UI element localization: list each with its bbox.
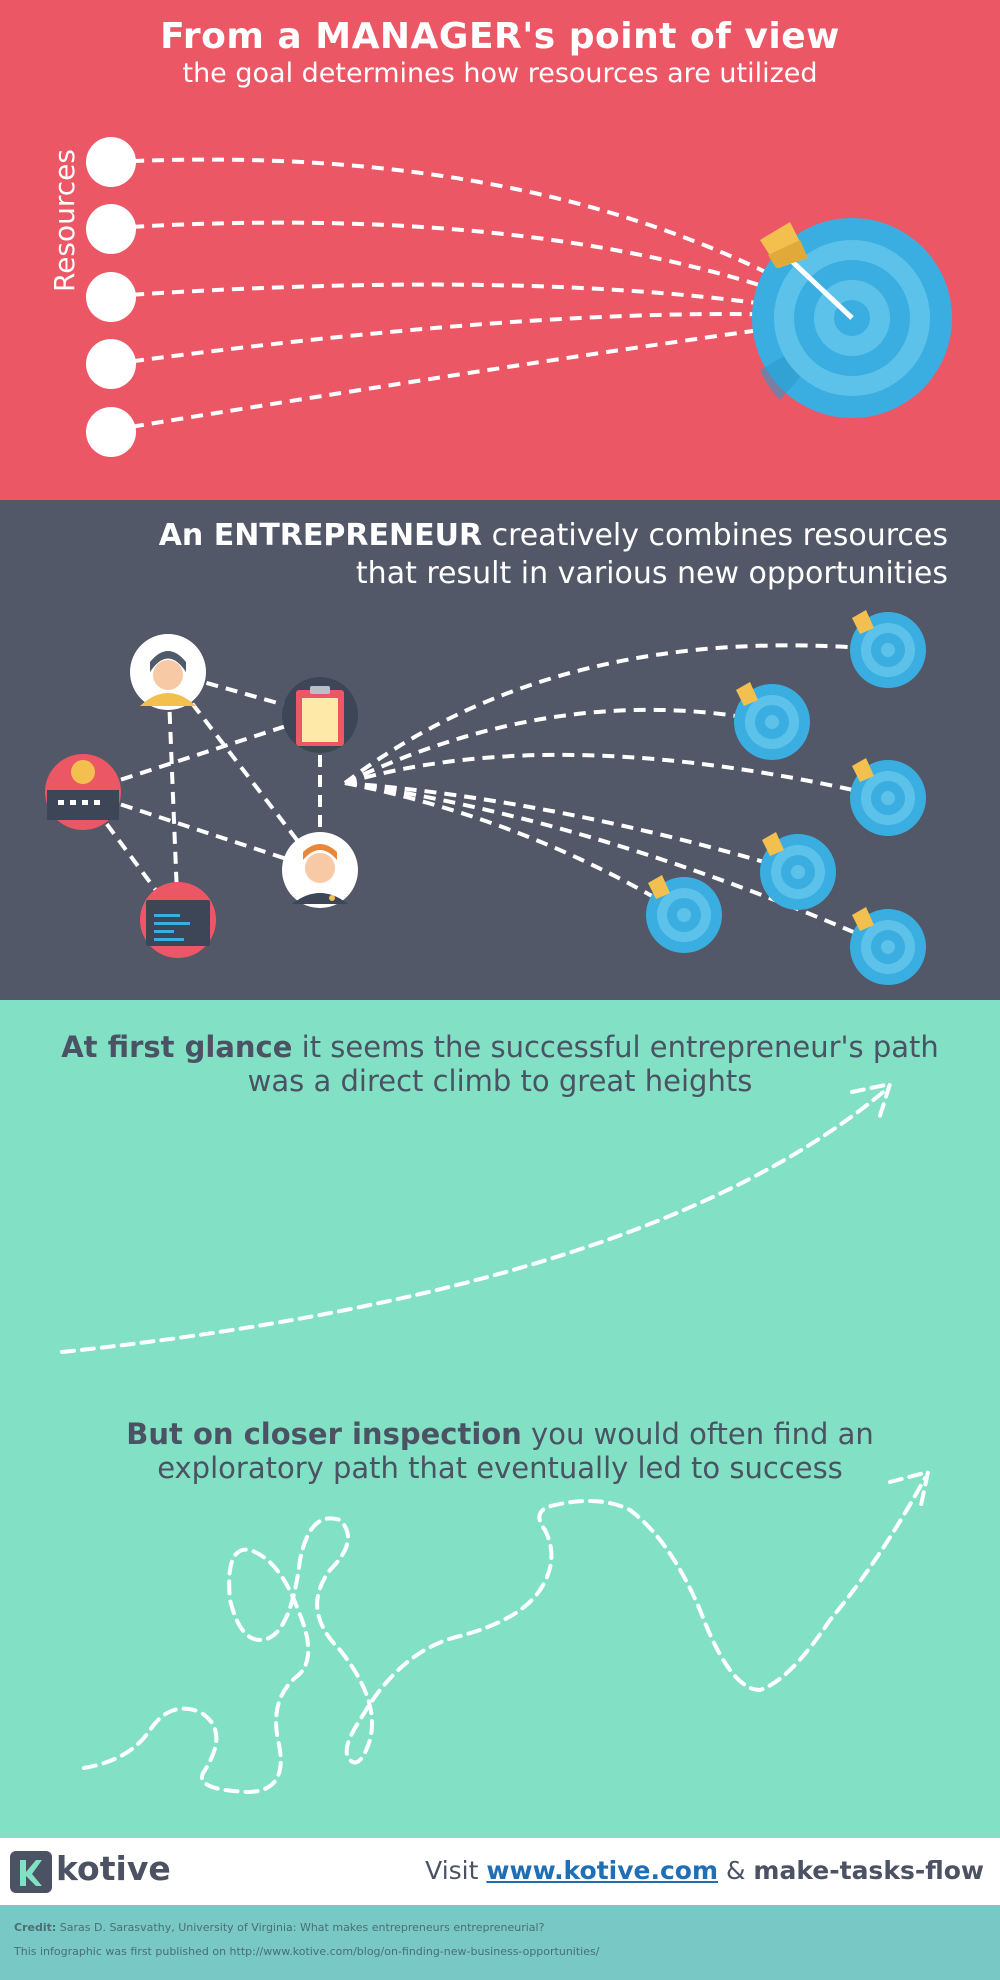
opportunity-targets xyxy=(646,610,926,985)
entrepreneur-section xyxy=(0,500,1000,1000)
closer-inspection-line2: exploratory path that eventually led to … xyxy=(157,1451,843,1485)
first-glance-bold: At first glance xyxy=(61,1030,293,1064)
credit-text: Saras D. Sarasvathy, University of Virgi… xyxy=(56,1921,545,1934)
resource-circles xyxy=(86,137,136,457)
closer-inspection-line1: But on closer inspection you would often… xyxy=(0,1417,1000,1451)
resources-label: Resources xyxy=(48,149,81,292)
amp-text: & xyxy=(718,1856,754,1885)
girl-avatar-icon xyxy=(130,634,206,710)
kotive-link[interactable]: www.kotive.com xyxy=(486,1856,719,1885)
visit-text: Visit www.kotive.com & make-tasks-flow xyxy=(425,1856,984,1885)
credit-bar: Credit: Saras D. Sarasvathy, University … xyxy=(0,1905,1000,1980)
published-line: This infographic was first published on … xyxy=(14,1945,600,1958)
closer-inspection-rest: you would often find an xyxy=(521,1417,874,1451)
manager-illustration xyxy=(86,137,952,457)
opportunity-target-icon xyxy=(850,610,926,688)
tagline: make-tasks-flow xyxy=(753,1856,984,1885)
manager-section: From a MANAGER's point of view the goal … xyxy=(0,0,1000,500)
opportunity-target-icon xyxy=(760,832,836,910)
goal-target-icon xyxy=(752,218,952,418)
path-section: At first glance it seems the successful … xyxy=(0,1000,1000,1838)
entrepreneur-illustration xyxy=(45,610,926,985)
footer: kotive Visit www.kotive.com & make-tasks… xyxy=(0,1838,1000,1905)
exploratory-path xyxy=(82,1469,931,1795)
path-illustration xyxy=(60,1081,931,1795)
entrepreneur-title: An ENTREPRENEUR creatively combines reso… xyxy=(159,518,948,553)
opportunity-target-icon xyxy=(646,875,722,953)
first-glance-text: At first glance it seems the successful … xyxy=(0,1030,1000,1098)
factory-icon xyxy=(45,754,121,830)
first-glance-rest: it seems the successful entrepreneur's p… xyxy=(292,1030,939,1064)
opportunity-target-icon xyxy=(850,758,926,836)
manager-subtitle: the goal determines how resources are ut… xyxy=(182,58,818,89)
entrepreneur-title-rest: creatively combines resources xyxy=(482,518,948,553)
opportunity-target-icon xyxy=(850,907,926,985)
first-glance-line2: was a direct climb to great heights xyxy=(247,1064,753,1098)
man-avatar-icon xyxy=(282,832,358,908)
clipboard-icon xyxy=(282,677,358,753)
opportunity-target-icon xyxy=(734,682,810,760)
code-window-icon xyxy=(140,882,216,958)
direct-climb-path xyxy=(60,1081,893,1354)
brand-name: kotive xyxy=(56,1849,171,1888)
resource-paths xyxy=(111,157,852,432)
credit-line: Credit: Saras D. Sarasvathy, University … xyxy=(14,1921,544,1934)
manager-title: From a MANAGER's point of view xyxy=(160,16,840,57)
entrepreneur-subtitle: that result in various new opportunities xyxy=(355,556,948,591)
visit-label: Visit xyxy=(425,1856,487,1885)
entrepreneur-title-bold: An ENTREPRENEUR xyxy=(158,518,483,553)
credit-label: Credit: xyxy=(14,1921,57,1934)
closer-inspection-text: But on closer inspection you would often… xyxy=(0,1417,1000,1485)
first-glance-line1: At first glance it seems the successful … xyxy=(0,1030,1000,1064)
kotive-logo-icon xyxy=(10,1851,52,1893)
closer-inspection-bold: But on closer inspection xyxy=(126,1417,522,1451)
